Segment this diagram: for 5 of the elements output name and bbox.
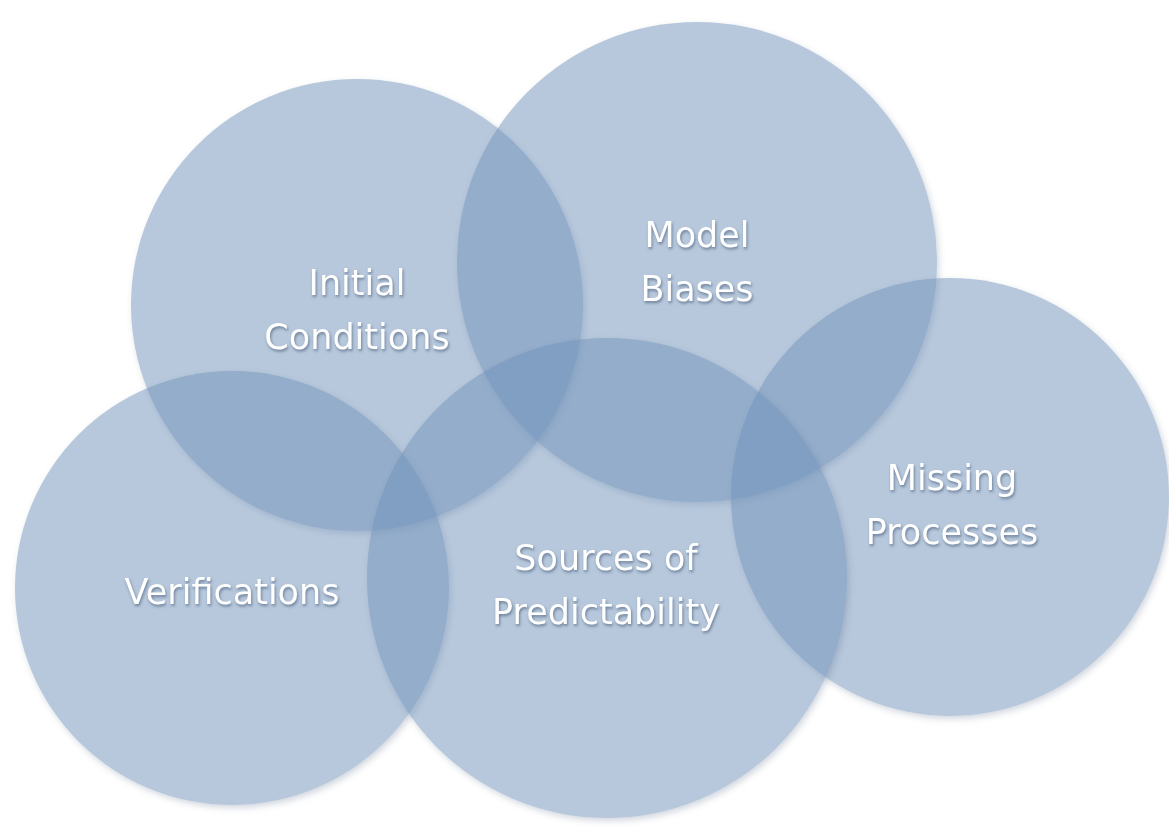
circle-label: Missing Processes [864, 456, 1040, 554]
circle-label: Sources of Predictability [491, 536, 721, 634]
circle-label: Model Biases [639, 213, 755, 311]
circle-label: Initial Conditions [263, 261, 451, 359]
circle-label: Verifications [123, 570, 341, 614]
